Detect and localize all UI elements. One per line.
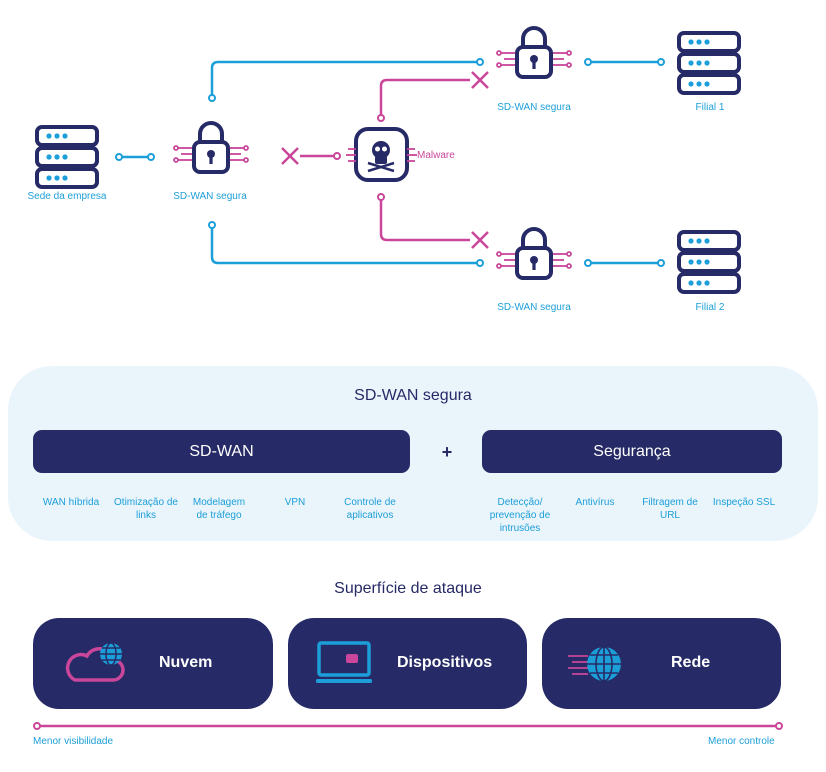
hq-label: Sede da empresa <box>27 191 107 202</box>
scale-right-label: Menor controle <box>708 736 775 747</box>
feature-link-optimization: Otimização de links <box>114 497 178 521</box>
feature-antivirus: Antivírus <box>575 497 615 508</box>
bottom-lock-icon <box>495 227 573 280</box>
feature-ssl-inspection: Inspeção SSL <box>712 497 776 508</box>
feature-intrusion-prevention: Detecção/ prevenção de intrusões <box>489 497 551 534</box>
blocked-x-icons <box>281 71 489 249</box>
attack-surface-title: Superfície de ataque <box>334 580 482 597</box>
feature-app-control: Controle de aplicativos <box>344 497 396 521</box>
secure-links <box>119 60 661 265</box>
hq-server-icon <box>35 125 99 189</box>
card-devices-label: Dispositivos <box>397 654 493 671</box>
branch2-server-icon <box>677 230 741 294</box>
card-network: Rede <box>542 618 781 709</box>
card-devices: Dispositivos <box>288 618 527 709</box>
card-cloud: Nuvem <box>33 618 273 709</box>
feature-url-filtering: Filtragem de URL <box>642 497 698 521</box>
malware-links <box>300 78 470 242</box>
branch2-label: Filial 2 <box>695 302 725 313</box>
malware-label: Malware <box>417 150 455 161</box>
security-bar: Segurança <box>482 430 782 473</box>
sdwan-bar: SD-WAN <box>33 430 410 473</box>
network-diagram <box>35 26 741 294</box>
scale-left-label: Menor visibilidade <box>33 736 114 747</box>
network-globe-icon <box>568 646 621 682</box>
hq-lock-icon <box>172 121 250 174</box>
visibility-control-scale <box>33 722 783 730</box>
hq-sdwan-label: SD-WAN segura <box>173 191 247 202</box>
malware-icon <box>346 127 417 182</box>
branch1-server-icon <box>677 31 741 95</box>
bottom-sdwan-label: SD-WAN segura <box>497 302 571 313</box>
sdwan-panel-title: SD-WAN segura <box>354 387 472 404</box>
cloud-globe-icon <box>65 642 125 682</box>
top-lock-icon <box>495 26 573 79</box>
feature-hybrid-wan: WAN híbrida <box>42 497 100 508</box>
plus-sign: + <box>441 442 453 462</box>
top-sdwan-label: SD-WAN segura <box>497 102 571 113</box>
card-network-label: Rede <box>671 654 711 671</box>
card-cloud-label: Nuvem <box>159 654 213 671</box>
feature-traffic-shaping: Modelagem de tráfego <box>192 497 246 521</box>
laptop-icon <box>316 641 372 683</box>
branch1-label: Filial 1 <box>695 102 725 113</box>
feature-vpn: VPN <box>284 497 306 508</box>
